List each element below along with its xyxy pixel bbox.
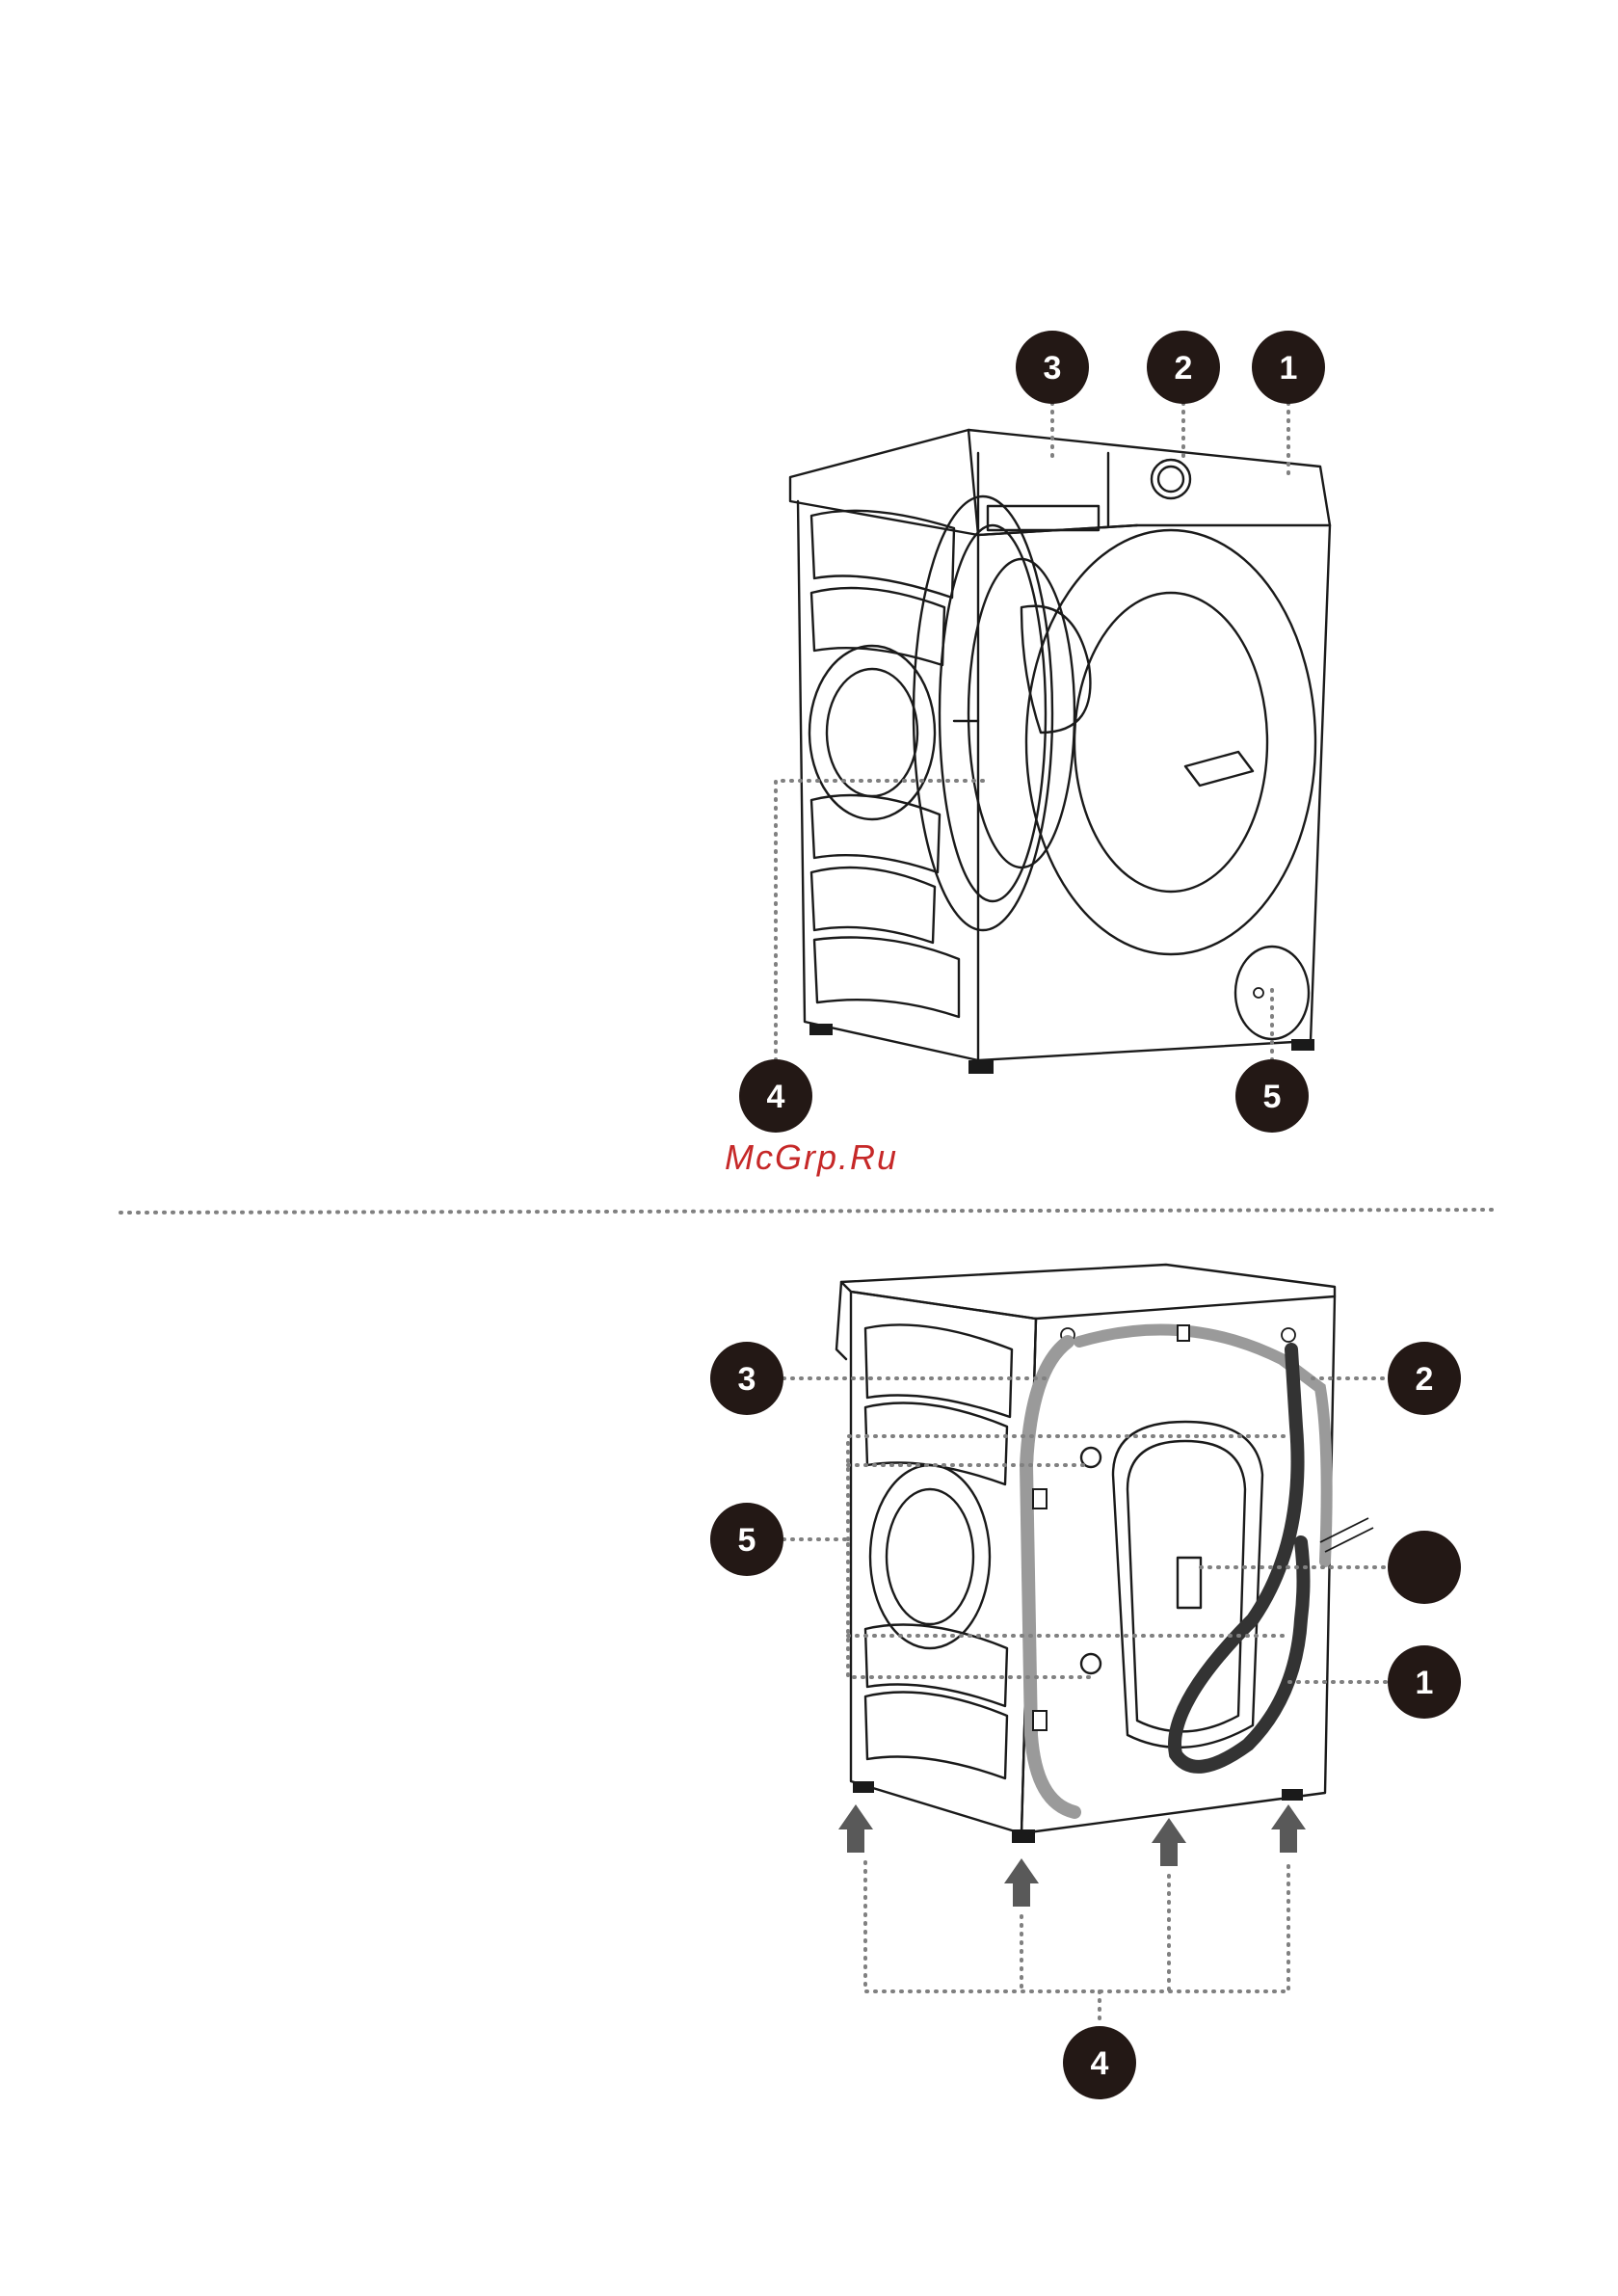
front-callout-3-label: 3 [1044, 350, 1062, 387]
rear-callout-3: 3 [710, 1342, 783, 1415]
rear-callout-5: 5 [710, 1503, 783, 1576]
rear-callout-2-label: 2 [1416, 1361, 1434, 1398]
rear-arrows [838, 1804, 1306, 1907]
rear-callout-blank [1388, 1531, 1461, 1604]
front-view-illustration [790, 430, 1330, 1074]
front-callout-2-label: 2 [1175, 350, 1193, 387]
front-view-leaders [776, 403, 1288, 1060]
arrow-icon [1004, 1858, 1039, 1907]
arrow-icon [1152, 1818, 1186, 1866]
arrow-icon [838, 1804, 873, 1853]
rear-callout-5-label: 5 [738, 1522, 756, 1559]
front-callout-5-label: 5 [1263, 1079, 1282, 1115]
watermark: McGrp.Ru [725, 1137, 898, 1177]
front-callout-2: 2 [1147, 331, 1220, 404]
rear-callout-3-label: 3 [738, 1361, 756, 1398]
front-callout-5: 5 [1235, 1059, 1309, 1133]
section-divider [120, 1210, 1499, 1213]
arrow-icon [1271, 1804, 1306, 1853]
rear-view-illustration [836, 1265, 1373, 1843]
rear-callout-4-label: 4 [1091, 2045, 1109, 2082]
rear-callout-2: 2 [1388, 1342, 1461, 1415]
front-callout-1: 1 [1252, 331, 1325, 404]
rear-callout-1: 1 [1388, 1645, 1461, 1719]
front-callout-1-label: 1 [1280, 350, 1298, 387]
rear-callout-4: 4 [1063, 2026, 1136, 2099]
front-callout-4-label: 4 [767, 1079, 785, 1115]
front-callout-3: 3 [1016, 331, 1089, 404]
rear-callout-1-label: 1 [1416, 1665, 1434, 1701]
front-callout-4: 4 [739, 1059, 812, 1133]
